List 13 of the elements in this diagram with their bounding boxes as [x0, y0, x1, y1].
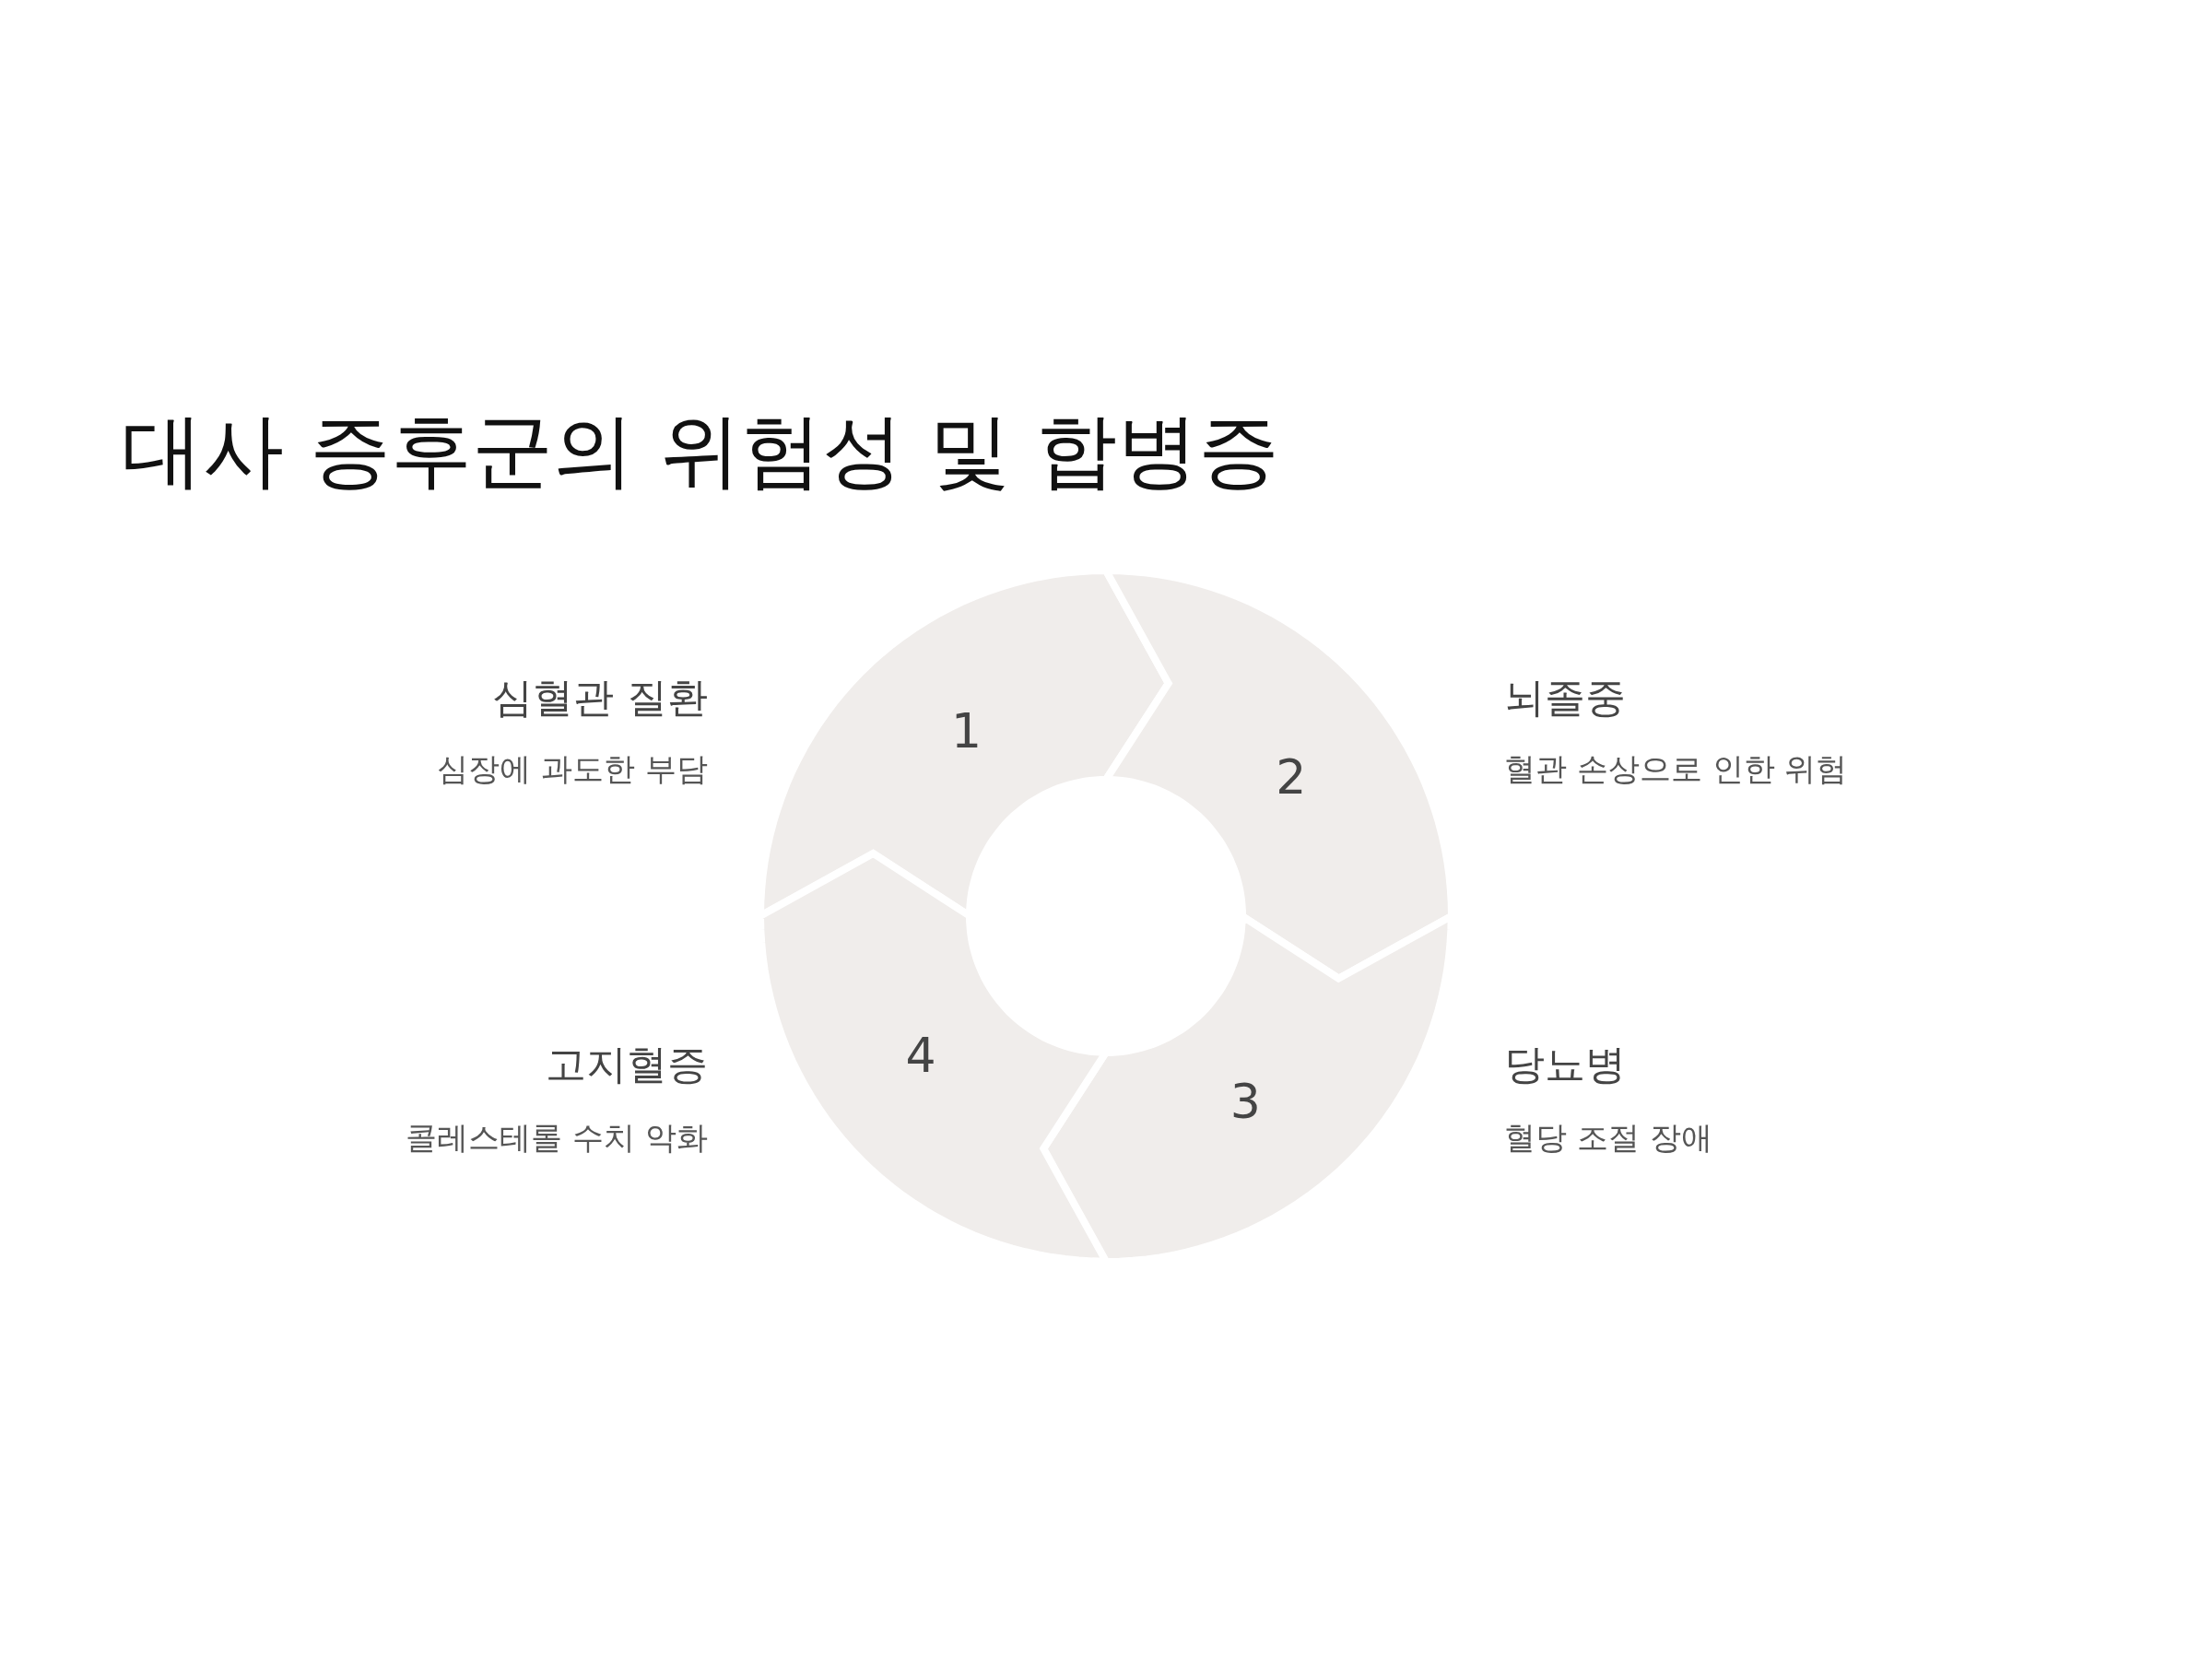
- step-heading: 당뇨병: [1504, 1040, 1626, 1089]
- step-description: 혈관 손상으로 인한 위험: [1504, 749, 1848, 789]
- step-heading: 뇌졸중: [1504, 673, 1626, 723]
- step-description: 심장에 과도한 부담: [437, 749, 708, 789]
- step-number: 3: [1230, 1073, 1261, 1129]
- page-title: 대사 증후군의 위험성 및 합병증: [122, 402, 1279, 500]
- step-number: 2: [1276, 748, 1307, 805]
- step-number: 1: [951, 703, 982, 759]
- step-description: 혈당 조절 장애: [1504, 1118, 1712, 1158]
- step-number: 4: [905, 1028, 936, 1084]
- step-heading: 고지혈증: [546, 1040, 708, 1089]
- step-description: 콜레스테롤 수치 악화: [406, 1118, 708, 1158]
- step-heading: 심혈관 질환: [492, 673, 708, 723]
